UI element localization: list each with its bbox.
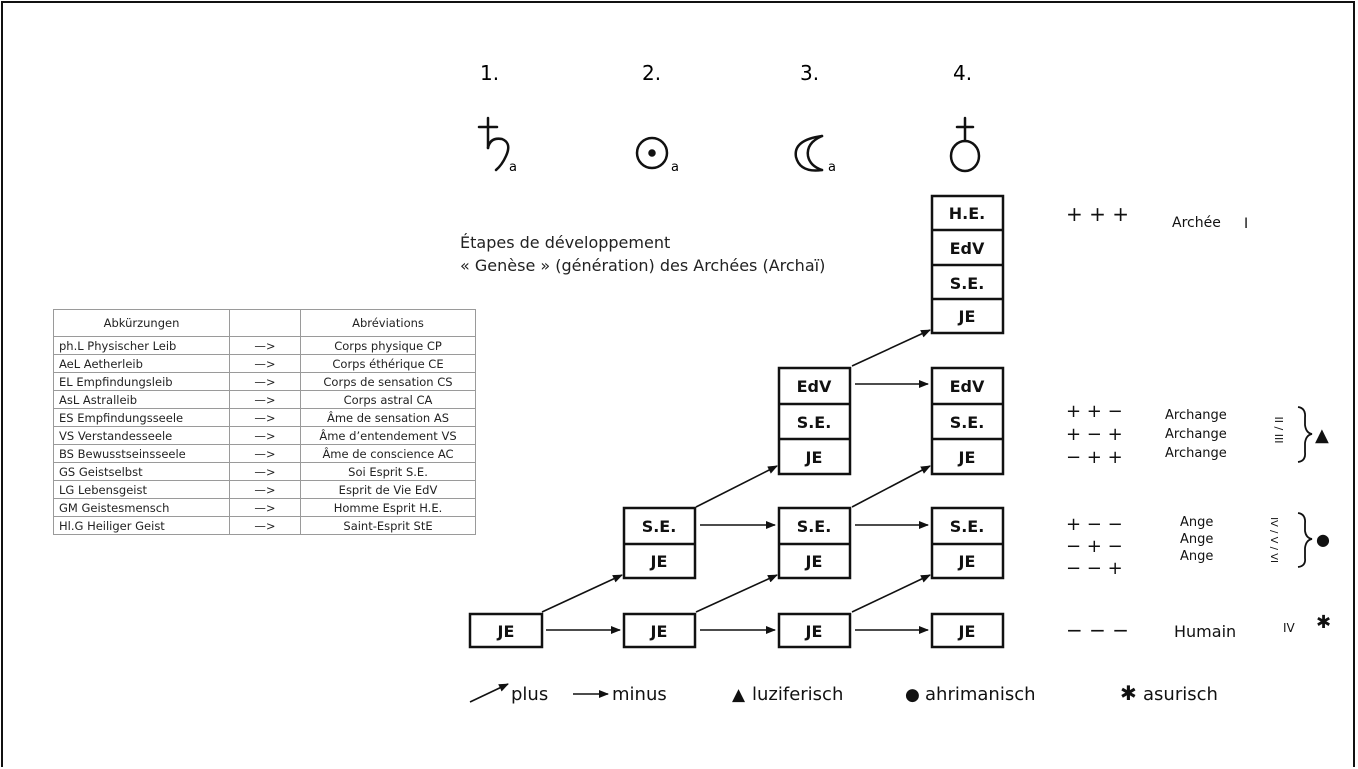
cell-german: ES Empfindungsseele bbox=[53, 408, 230, 427]
table-row: LG Lebensgeist—>Esprit de Vie EdV bbox=[53, 480, 476, 499]
cell-french: Corps éthérique CE bbox=[300, 354, 476, 373]
diagram-title: Étapes de développement bbox=[460, 233, 671, 252]
cell-french: Âme de sensation AS bbox=[300, 408, 476, 427]
table-row: BS Bewusstseinsseele—>Âme de conscience … bbox=[53, 444, 476, 463]
header-german: Abkürzungen bbox=[53, 309, 230, 337]
cell-arrow: —> bbox=[229, 516, 301, 535]
cell-german: LG Lebensgeist bbox=[53, 480, 230, 499]
table-row: AsL Astralleib—>Corps astral CA bbox=[53, 390, 476, 409]
cell-arrow: —> bbox=[229, 426, 301, 445]
table-row: VS Verstandesseele—>Âme d’entendement VS bbox=[53, 426, 476, 445]
table-row: EL Empfindungsleib—>Corps de sensation C… bbox=[53, 372, 476, 391]
cell-arrow: —> bbox=[229, 354, 301, 373]
header-french: Abréviations bbox=[300, 309, 476, 337]
cell-arrow: —> bbox=[229, 372, 301, 391]
table-row: AeL Aetherleib—>Corps éthérique CE bbox=[53, 354, 476, 373]
cell-arrow: —> bbox=[229, 390, 301, 409]
cell-german: GS Geistselbst bbox=[53, 462, 230, 481]
cell-german: GM Geistesmensch bbox=[53, 498, 230, 517]
cell-german: EL Empfindungsleib bbox=[53, 372, 230, 391]
cell-arrow: —> bbox=[229, 498, 301, 517]
cell-french: Âme de conscience AC bbox=[300, 444, 476, 463]
cell-arrow: —> bbox=[229, 480, 301, 499]
table-row: ph.L Physischer Leib—>Corps physique CP bbox=[53, 336, 476, 355]
cell-french: Saint-Esprit StE bbox=[300, 516, 476, 535]
cell-french: Esprit de Vie EdV bbox=[300, 480, 476, 499]
table-row: GM Geistesmensch—>Homme Esprit H.E. bbox=[53, 498, 476, 517]
cell-german: AeL Aetherleib bbox=[53, 354, 230, 373]
cell-french: Corps astral CA bbox=[300, 390, 476, 409]
diagram-subtitle: « Genèse » (génération) des Archées (Arc… bbox=[460, 256, 826, 275]
cell-french: Âme d’entendement VS bbox=[300, 426, 476, 445]
table-row: GS Geistselbst—>Soi Esprit S.E. bbox=[53, 462, 476, 481]
header-arrow bbox=[229, 309, 301, 337]
cell-arrow: —> bbox=[229, 408, 301, 427]
cell-arrow: —> bbox=[229, 462, 301, 481]
cell-german: Hl.G Heiliger Geist bbox=[53, 516, 230, 535]
cell-arrow: —> bbox=[229, 336, 301, 355]
cell-german: VS Verstandesseele bbox=[53, 426, 230, 445]
cell-french: Corps de sensation CS bbox=[300, 372, 476, 391]
table-header-row: Abkürzungen Abréviations bbox=[53, 309, 476, 337]
cell-french: Corps physique CP bbox=[300, 336, 476, 355]
table-row: Hl.G Heiliger Geist—>Saint-Esprit StE bbox=[53, 516, 476, 535]
cell-german: AsL Astralleib bbox=[53, 390, 230, 409]
cell-german: BS Bewusstseinsseele bbox=[53, 444, 230, 463]
cell-french: Soi Esprit S.E. bbox=[300, 462, 476, 481]
abbreviation-table: Abkürzungen Abréviations ph.L Physischer… bbox=[53, 309, 476, 535]
table-row: ES Empfindungsseele—>Âme de sensation AS bbox=[53, 408, 476, 427]
cell-french: Homme Esprit H.E. bbox=[300, 498, 476, 517]
cell-arrow: —> bbox=[229, 444, 301, 463]
cell-german: ph.L Physischer Leib bbox=[53, 336, 230, 355]
